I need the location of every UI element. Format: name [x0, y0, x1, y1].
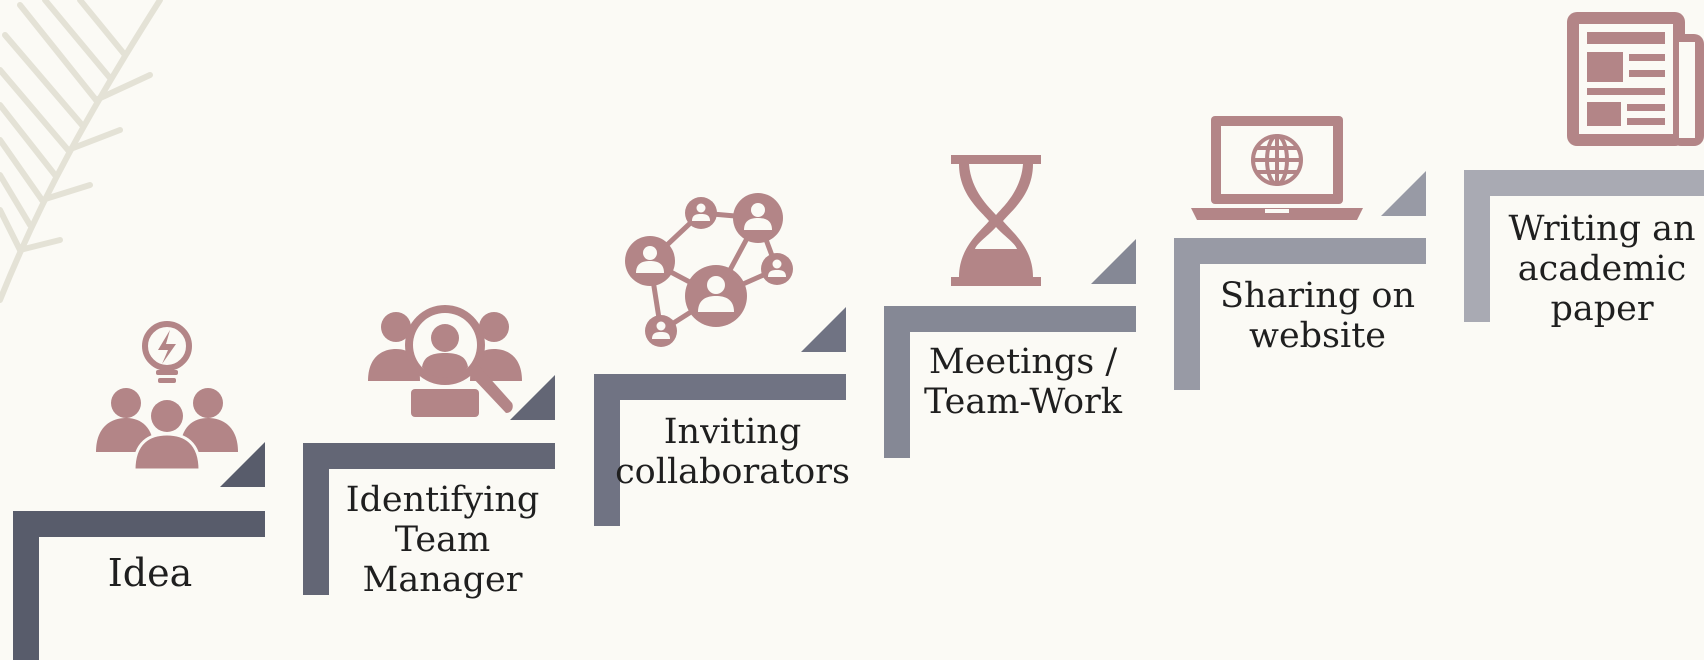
- step-corner-triangle: [801, 307, 846, 352]
- team-idea-lightbulb-icon: [96, 321, 238, 470]
- step-bar-horizontal: [1464, 170, 1704, 196]
- laptop-globe-icon: [1191, 116, 1363, 220]
- step-label: Writing an academic paper: [1508, 209, 1696, 329]
- step-bar-horizontal: [1174, 238, 1426, 264]
- step-label: Inviting collaborators: [615, 412, 850, 492]
- step-bar-horizontal: [884, 306, 1136, 332]
- step-bar-vertical: [1174, 238, 1200, 390]
- step-label: Meetings / Team-Work: [924, 342, 1122, 422]
- step-corner-triangle: [1091, 239, 1136, 284]
- hourglass-icon: [951, 155, 1041, 286]
- step-label: Idea: [107, 551, 193, 595]
- network-people-icon: [625, 193, 793, 347]
- team-search-magnifier-icon: [368, 305, 522, 417]
- step-corner-triangle: [510, 375, 555, 420]
- step-corner-triangle: [220, 442, 265, 487]
- newspaper-icon: [1567, 12, 1704, 146]
- step-label: Sharing on website: [1220, 276, 1415, 356]
- step-bar-vertical: [884, 306, 910, 458]
- step-bar-horizontal: [303, 443, 555, 469]
- step-bar-horizontal: [594, 374, 846, 400]
- step-bar-vertical: [13, 511, 39, 660]
- step-bar-vertical: [303, 443, 329, 595]
- step-bar-horizontal: [13, 511, 265, 537]
- step-bar-vertical: [594, 374, 620, 526]
- step-corner-triangle: [1381, 171, 1426, 216]
- step-label: Identifying Team Manager: [345, 480, 540, 600]
- step-bar-vertical: [1464, 170, 1490, 322]
- palm-leaf-decoration: [0, 0, 163, 303]
